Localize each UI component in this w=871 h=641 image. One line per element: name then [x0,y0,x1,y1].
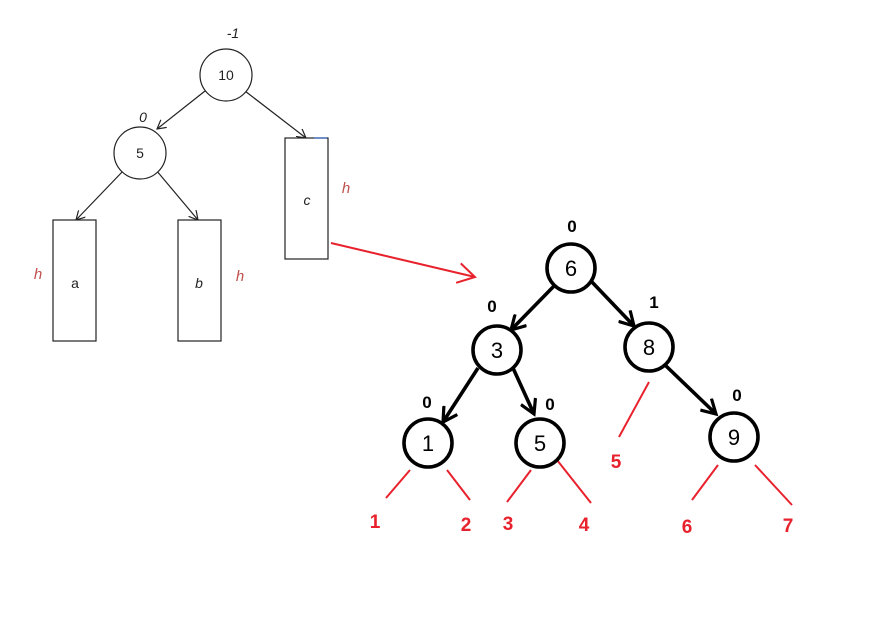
leaf-label-5: 5 [611,452,622,473]
node-5r-balance: 0 [545,395,554,414]
leaf-line-7 [754,464,793,506]
node-6-circle [545,242,597,294]
node-3-balance: 0 [487,297,496,316]
leaf-label-6: 6 [682,517,693,538]
node-5r-label: 5 [534,431,546,456]
leaf-line-5 [618,381,650,438]
edge-6-3 [511,284,556,330]
node-8-balance: 1 [649,293,658,312]
node-9-circle [708,411,760,463]
leaf-line-2 [446,469,471,501]
node-10-balance: -1 [227,25,239,41]
edge-3-5 [511,367,534,414]
subtree-b-box [177,219,222,342]
subtree-c-height: h [342,180,350,197]
subtree-a-box [52,219,97,342]
transform-arrow [330,242,477,284]
subtree-a-label: a [71,275,79,291]
subtree-c-box [284,137,329,260]
leaf-line-3 [506,469,532,503]
edge-10-c [244,90,306,138]
right-tree: 6 0 3 0 8 1 1 0 5 0 9 0 1 2 3 4 5 6 7 [370,217,794,538]
node-8-label: 8 [643,335,655,360]
leaf-line-1 [385,469,411,499]
node-5-circle [113,126,167,180]
node-3-label: 3 [491,338,503,363]
leaf-line-6 [691,464,719,501]
subtree-b-label: b [195,275,203,291]
edge-6-8 [589,279,634,326]
node-1-circle [402,417,454,469]
node-6-balance: 0 [567,217,576,236]
edge-10-5 [157,90,206,129]
leaf-label-2: 2 [461,515,472,536]
node-1-label: 1 [422,431,434,456]
node-3-circle [471,324,523,376]
edge-3-1 [443,367,480,422]
node-5r-circle [514,417,566,469]
leaf-label-1: 1 [370,512,381,533]
leaf-line-4 [556,459,592,504]
edge-8-9 [663,363,716,414]
leaf-label-3: 3 [503,514,514,535]
subtree-b-height: h [236,268,244,285]
edge-5-b [155,169,198,220]
node-8-circle [623,321,675,373]
subtree-c-label: c [304,192,311,208]
leaf-label-7: 7 [783,516,794,537]
node-5-label: 5 [136,145,144,161]
edge-5-a [76,169,125,220]
subtree-a-height: h [34,266,42,283]
node-1-balance: 0 [422,393,431,412]
leaf-label-4: 4 [579,515,590,536]
left-tree: 10 -1 5 0 a h b h c h [34,25,350,342]
node-9-label: 9 [728,425,740,450]
node-5-balance: 0 [139,109,147,125]
node-10-label: 10 [218,67,234,83]
node-9-balance: 0 [732,386,741,405]
node-6-label: 6 [565,256,577,281]
node-10-circle [199,48,253,102]
